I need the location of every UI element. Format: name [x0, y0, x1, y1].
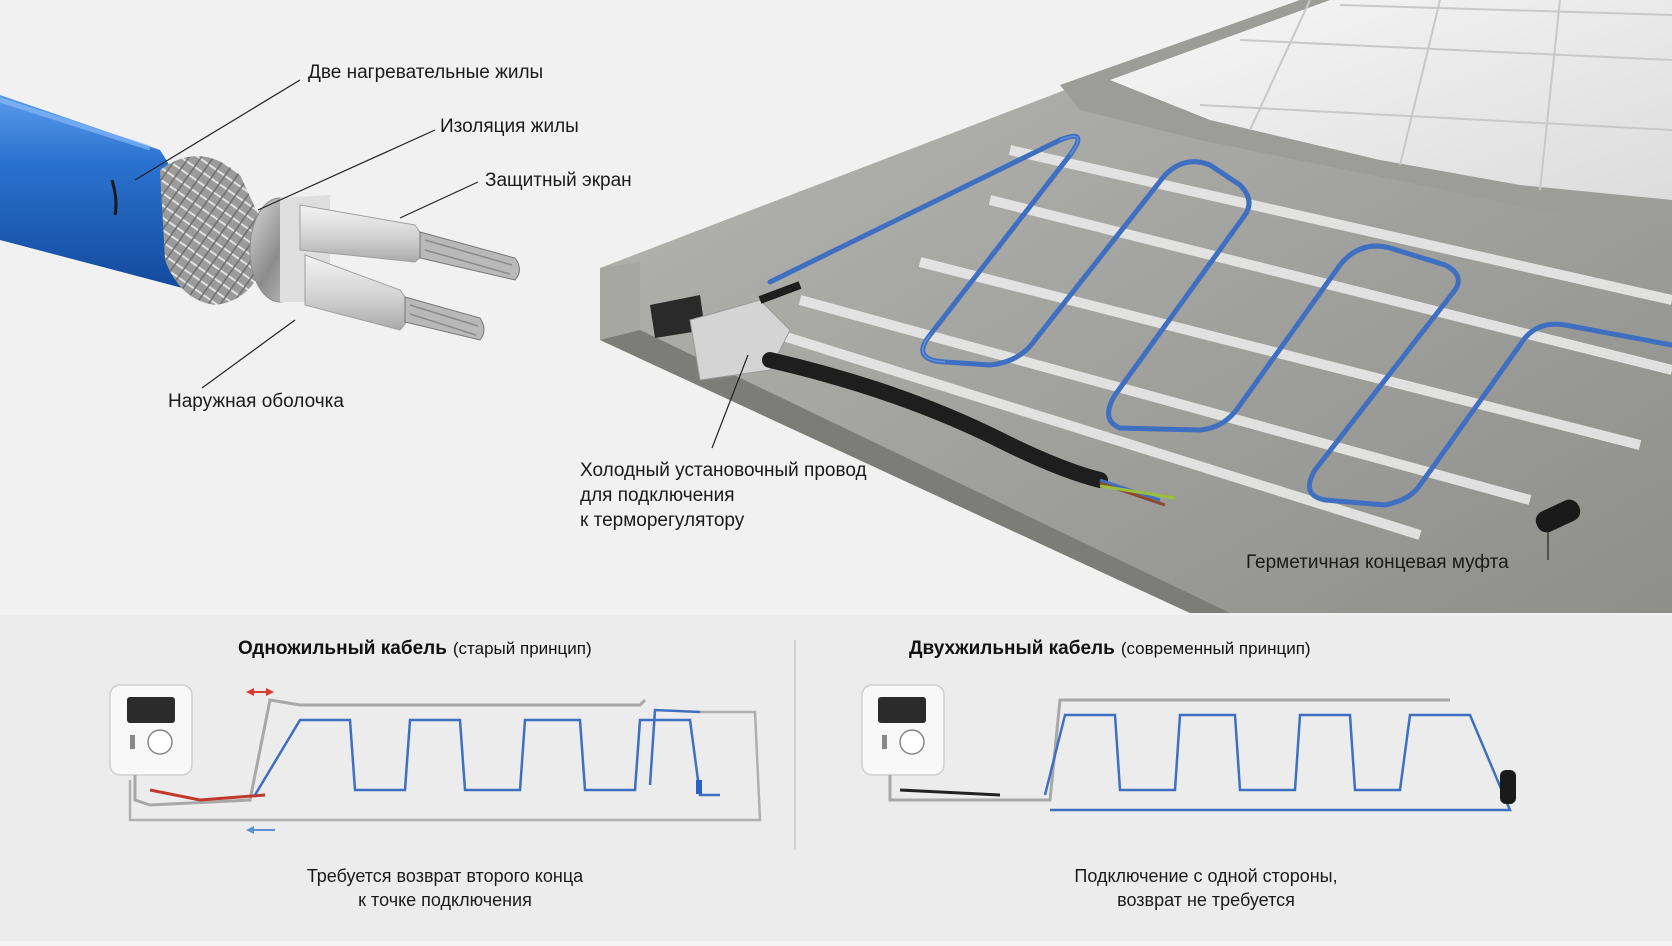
thermostat-dial	[899, 729, 925, 755]
cold-lead	[762, 352, 1108, 488]
single-cold-lead	[133, 698, 647, 807]
conductor-2	[404, 296, 485, 341]
label-cold-lead-3: к терморегулятору	[580, 510, 745, 531]
outer-sheath	[0, 95, 192, 290]
cold-lead-wires	[1099, 478, 1176, 507]
lower-panel	[0, 615, 1672, 941]
blue-arrow	[246, 826, 275, 834]
twin-cold-lead	[888, 698, 1450, 802]
twin-caption-2: возврат не требуется	[1117, 890, 1295, 910]
single-end-marker	[696, 780, 702, 794]
cable-cutaway	[0, 95, 520, 341]
twin-heating-cable	[1043, 713, 1512, 812]
single-caption-2: к точке подключения	[358, 890, 532, 910]
braided-shield	[160, 156, 270, 305]
label-core-insulation: Изоляция жилы	[440, 116, 579, 137]
label-cold-lead-1: Холодный установочный провод	[580, 460, 867, 481]
thermostat-left	[109, 684, 193, 776]
tile-layer	[1110, 0, 1672, 200]
thermostat-display	[127, 697, 175, 723]
conductor-1	[419, 231, 520, 281]
cable-leader-lines	[134, 79, 479, 389]
single-caption-1: Требуется возврат второго конца	[307, 866, 584, 886]
label-shield: Защитный экран	[485, 170, 632, 191]
twin-end-cap	[1500, 770, 1516, 804]
sheath-cut-mark	[110, 179, 118, 216]
label-outer-sheath: Наружная оболочка	[168, 391, 344, 412]
tile-grout-lines	[1199, 0, 1672, 191]
thermostat-right	[861, 684, 945, 776]
mounting-tapes	[778, 145, 1672, 540]
twin-caption-1: Подключение с одной стороны,	[1074, 866, 1337, 886]
heating-cable	[767, 133, 1672, 508]
label-cold-lead-2: для подключения	[580, 485, 735, 506]
twin-core-title: Двухжильный кабель(современный принцип)	[909, 638, 1311, 659]
label-two-cores: Две нагревательные жилы	[308, 62, 543, 83]
label-end-cap: Герметичная концевая муфта	[1246, 552, 1509, 573]
end-cap-sleeve	[1535, 499, 1581, 533]
red-arrow	[246, 688, 274, 696]
single-return-path	[128, 710, 762, 822]
floor-leader-lines	[711, 354, 1549, 560]
twin-core-schematic	[861, 684, 1516, 812]
floor-section	[600, 0, 1672, 613]
single-core-title: Одножильный кабель(старый принцип)	[238, 638, 592, 659]
single-heating-cable	[253, 718, 720, 797]
single-core-schematic	[109, 684, 762, 834]
thermostat-display	[878, 697, 926, 723]
thermostat-dial	[147, 729, 173, 755]
